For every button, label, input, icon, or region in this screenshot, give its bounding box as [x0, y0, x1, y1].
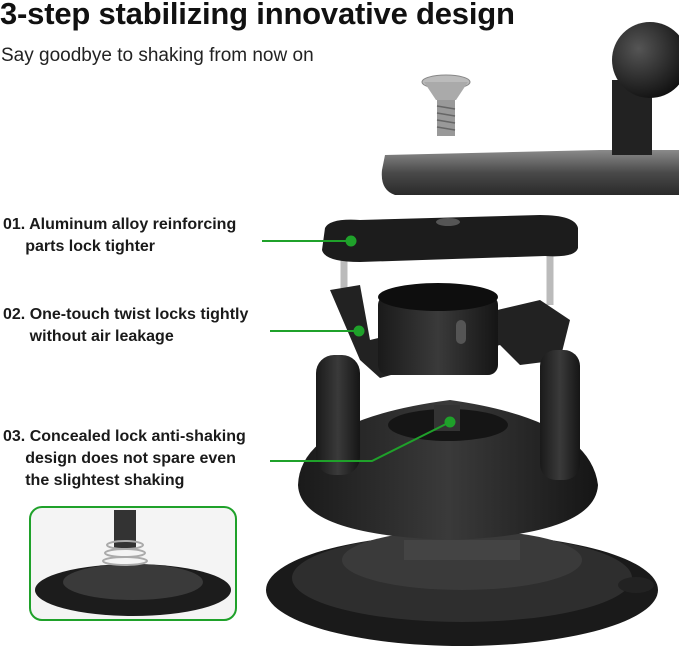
feature-3-line1: 03. Concealed lock anti-shaking — [3, 428, 246, 445]
feature-1-line2: parts lock tighter — [3, 238, 156, 255]
feature-1: 01. Aluminum alloy reinforcing parts loc… — [3, 214, 236, 258]
inset-detail-image — [29, 506, 237, 621]
feature-3-line3: the slightest shaking — [3, 472, 185, 489]
page-subtitle: Say goodbye to shaking from now on — [1, 45, 314, 66]
feature-1-line1: 01. Aluminum alloy reinforcing — [3, 216, 237, 233]
feature-2-line2: without air leakage — [3, 328, 174, 345]
twist-lock-part — [330, 283, 570, 378]
feature-3-line2: design does not spare even — [3, 450, 236, 467]
page-title: 3-step stabilizing innovative design — [0, 0, 515, 31]
feature-2-line1: 02. One-touch twist locks tightly — [3, 306, 249, 323]
ball-arm-part — [381, 22, 679, 195]
feature-2: 02. One-touch twist locks tightly withou… — [3, 304, 248, 348]
suction-base — [266, 350, 658, 646]
screw-part — [421, 74, 471, 136]
feature-3: 03. Concealed lock anti-shaking design d… — [3, 426, 246, 492]
callout-lines — [262, 235, 456, 462]
